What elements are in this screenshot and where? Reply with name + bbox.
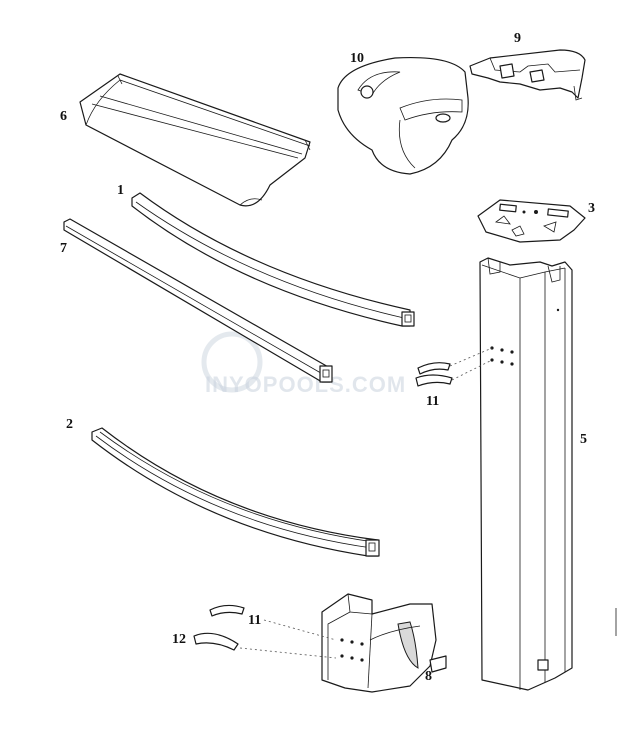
part-12-lower-wedge (193, 632, 337, 659)
label-part-2: 2 (66, 417, 73, 432)
label-part-3: 3 (588, 201, 595, 216)
part-10-top-seat-cap (337, 56, 469, 175)
label-part-7: 7 (60, 241, 67, 256)
part-3-top-plate (477, 199, 586, 243)
part-8-bottom-shoe (321, 593, 447, 693)
watermark-text: INYOPOOLS.COM (205, 372, 406, 397)
label-part-6: 6 (60, 109, 67, 124)
label-part-11-upper: 11 (426, 394, 439, 409)
part-11-upper-wedges (415, 347, 493, 387)
label-part-10: 10 (350, 51, 364, 66)
label-part-11-lower: 11 (248, 613, 261, 628)
part-2-bottom-rail (91, 427, 380, 557)
part-1-curved-rail (131, 192, 415, 327)
part-9-top-plate (469, 49, 586, 101)
label-part-8: 8 (425, 669, 432, 684)
part-6-top-rail-cap (79, 73, 311, 207)
label-part-1: 1 (117, 183, 124, 198)
part-11-lower-wedge (209, 604, 337, 641)
label-part-12: 12 (172, 632, 186, 647)
part-5-upright (479, 257, 573, 691)
part-7-straight-rail (63, 218, 333, 383)
watermark: INYOPOOLS.COM (201, 331, 406, 397)
label-part-9: 9 (514, 31, 521, 46)
label-part-5: 5 (580, 432, 587, 447)
